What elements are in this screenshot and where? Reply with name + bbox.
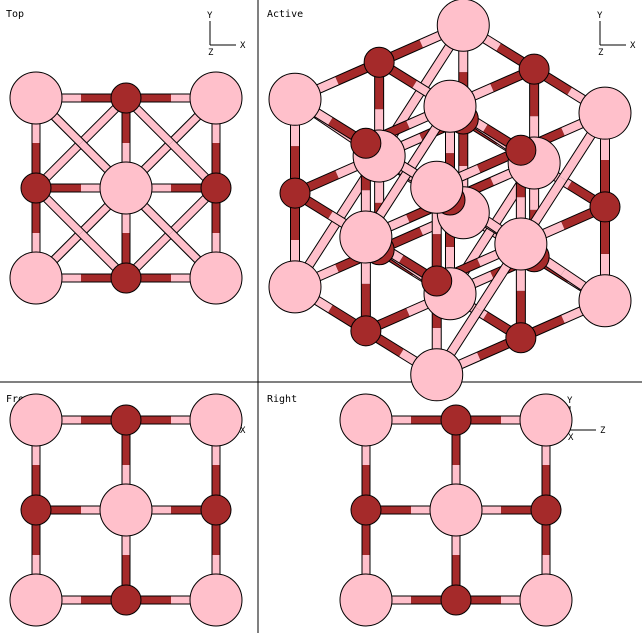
small-atom[interactable]: [110, 404, 142, 436]
large-atom[interactable]: [9, 71, 63, 125]
large-atom[interactable]: [9, 393, 63, 447]
large-atom[interactable]: [9, 251, 63, 305]
large-atom[interactable]: [189, 393, 243, 447]
axis-h-label: Z: [600, 426, 606, 436]
viewport-label-top: Top: [6, 9, 24, 20]
axis-n-label: Z: [208, 48, 214, 58]
large-atom[interactable]: [99, 161, 153, 215]
small-atom[interactable]: [110, 262, 142, 294]
small-atom[interactable]: [440, 584, 472, 616]
large-atom[interactable]: [578, 86, 632, 140]
small-atom[interactable]: [350, 127, 382, 159]
axis-h-label: X: [240, 426, 246, 436]
axis-h-label: X: [630, 41, 636, 51]
crystal-model-front: [9, 393, 243, 627]
small-atom[interactable]: [530, 494, 562, 526]
large-atom[interactable]: [99, 483, 153, 537]
large-atom[interactable]: [9, 573, 63, 627]
large-atom[interactable]: [268, 260, 322, 314]
large-atom[interactable]: [429, 483, 483, 537]
small-atom[interactable]: [505, 322, 537, 354]
viewport-top[interactable]: Top X Y Z: [6, 9, 246, 305]
small-atom[interactable]: [421, 265, 453, 297]
crystal-model-top: [9, 71, 243, 305]
small-atom[interactable]: [200, 172, 232, 204]
small-atom[interactable]: [518, 53, 550, 85]
viewport-active[interactable]: Active X Y Z: [267, 0, 636, 402]
small-atom[interactable]: [440, 404, 472, 436]
small-atom[interactable]: [350, 315, 382, 347]
large-atom[interactable]: [519, 573, 573, 627]
axis-v-label: Y: [597, 11, 603, 21]
crystal-model-right: [339, 393, 573, 627]
small-atom[interactable]: [20, 172, 52, 204]
axis-n-label: Z: [598, 48, 604, 58]
large-atom[interactable]: [519, 393, 573, 447]
crystal-model-active: [268, 0, 632, 402]
large-atom[interactable]: [494, 217, 548, 271]
viewport-label-active: Active: [267, 9, 303, 20]
large-atom[interactable]: [339, 573, 393, 627]
small-atom[interactable]: [279, 177, 311, 209]
axis-v-label: Y: [207, 11, 213, 21]
large-atom[interactable]: [268, 72, 322, 126]
axis-triad-active: X Y Z: [597, 11, 636, 58]
small-atom[interactable]: [20, 494, 52, 526]
axis-n-label: X: [568, 433, 574, 443]
viewport-right[interactable]: Right Z Y X: [267, 393, 606, 627]
small-atom[interactable]: [110, 82, 142, 114]
large-atom[interactable]: [339, 393, 393, 447]
large-atom[interactable]: [339, 210, 393, 264]
axis-triad-right: Z Y X: [567, 396, 606, 443]
small-atom[interactable]: [200, 494, 232, 526]
large-atom[interactable]: [578, 274, 632, 328]
small-atom[interactable]: [589, 191, 621, 223]
large-atom[interactable]: [436, 0, 490, 52]
viewport-label-right: Right: [267, 394, 297, 405]
large-atom[interactable]: [410, 348, 464, 402]
large-atom[interactable]: [410, 160, 464, 214]
axis-v-label: Y: [567, 396, 573, 406]
axis-triad-top: X Y Z: [207, 11, 246, 58]
small-atom[interactable]: [350, 494, 382, 526]
small-atom[interactable]: [505, 134, 537, 166]
large-atom[interactable]: [423, 79, 477, 133]
large-atom[interactable]: [189, 71, 243, 125]
viewport-front[interactable]: Front XYZ: [6, 393, 246, 627]
large-atom[interactable]: [189, 251, 243, 305]
small-atom[interactable]: [110, 584, 142, 616]
small-atom[interactable]: [363, 46, 395, 78]
axis-h-label: X: [240, 41, 246, 51]
large-atom[interactable]: [189, 573, 243, 627]
